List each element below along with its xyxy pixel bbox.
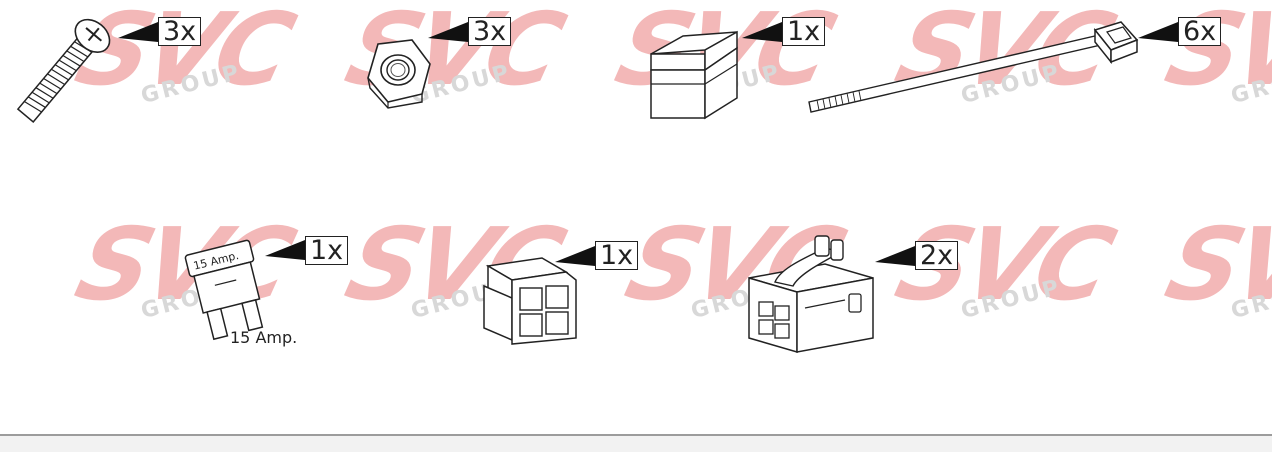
watermark-brand: SVC bbox=[1155, 206, 1272, 323]
hex-nut-pointer-icon bbox=[428, 22, 468, 42]
latch-connector-pointer-icon bbox=[875, 246, 915, 266]
fuse-rating-label: 15 Amp. bbox=[230, 328, 298, 347]
screw-quantity: 3x bbox=[158, 17, 202, 46]
cable-tie-illustration bbox=[805, 20, 1145, 120]
watermark-subtitle: GROUP bbox=[138, 59, 245, 110]
two-pin-connector-pointer-icon bbox=[555, 246, 595, 266]
cable-tie-icon bbox=[808, 21, 1139, 113]
watermark-subtitle: GROUP bbox=[1228, 59, 1272, 110]
watermark-brand: SVC bbox=[1155, 0, 1272, 108]
hex-nut-illustration bbox=[360, 38, 435, 109]
screw-icon bbox=[16, 18, 111, 124]
screw-pointer-icon bbox=[118, 22, 158, 42]
fuse-holder-cap-quantity: 1x bbox=[782, 17, 826, 46]
fuse-holder-cap-pointer-icon bbox=[742, 22, 782, 42]
blade-fuse-quantity: 1x bbox=[305, 236, 349, 265]
blade-fuse-illustration: 15 Amp. bbox=[182, 232, 272, 342]
two-pin-connector-illustration bbox=[480, 248, 580, 348]
footer-bar bbox=[0, 434, 1272, 452]
fuse-holder-cap-icon bbox=[650, 30, 738, 120]
latch-connector-quantity: 2x bbox=[915, 241, 959, 270]
two-pin-connector-quantity: 1x bbox=[595, 241, 639, 270]
screw-illustration bbox=[8, 5, 128, 130]
latch-connector-icon bbox=[748, 235, 874, 353]
watermark-subtitle: GROUP bbox=[958, 274, 1065, 325]
watermark-subtitle: GROUP bbox=[1228, 274, 1272, 325]
blade-fuse-icon: 15 Amp. bbox=[184, 239, 264, 341]
latch-connector-illustration bbox=[745, 228, 880, 358]
cable-tie-quantity: 6x bbox=[1178, 17, 1222, 46]
connector-icon bbox=[483, 257, 577, 345]
hex-nut-icon bbox=[367, 39, 431, 109]
fuse-holder-cap-illustration bbox=[645, 14, 745, 124]
blade-fuse-pointer-icon bbox=[265, 240, 305, 260]
hex-nut-quantity: 3x bbox=[468, 17, 512, 46]
cable-tie-pointer-icon bbox=[1138, 22, 1178, 42]
